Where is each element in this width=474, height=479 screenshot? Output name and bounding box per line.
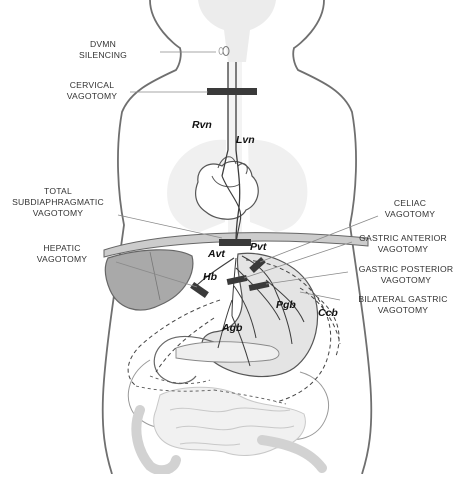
left-vagus-nerve — [235, 62, 241, 245]
gastric-posterior-label-line1: GASTRIC POSTERIOR — [359, 264, 454, 274]
celiac-label-line1: CELIAC — [394, 198, 426, 208]
anterior-cut-bar — [226, 274, 248, 286]
bilateral-gastric-label-line1: BILATERAL GASTRIC — [358, 294, 447, 304]
dvmn-label-line2: SILENCING — [79, 50, 127, 60]
hepatic-label-line2: VAGOTOMY — [37, 254, 88, 264]
total-label-line1: TOTAL — [44, 186, 72, 196]
celiac-branch — [127, 259, 341, 403]
agb-label: Agb — [221, 322, 243, 334]
dvmn-marker-inner — [218, 47, 224, 55]
leader-lines — [115, 51, 379, 301]
right-lung — [248, 139, 308, 232]
diaphragm — [103, 232, 369, 258]
posterior-gastric-branch — [241, 255, 305, 345]
dvmn-label-line1: DVMN — [90, 39, 116, 49]
cervical-cut-bar — [207, 88, 257, 95]
hepatic-cut-bar — [190, 281, 209, 299]
brainstem — [198, 0, 276, 62]
right-vagus-nerve — [221, 62, 229, 177]
intestinal-branches — [135, 375, 287, 405]
liver-lobe-line — [149, 251, 161, 301]
anterior-gastric-branch — [217, 257, 281, 367]
gastric-posterior-label-line2: VAGOTOMY — [381, 275, 432, 285]
cervical-label-line2: VAGOTOMY — [67, 91, 118, 101]
gastric-anterior-label-line1: GASTRIC ANTERIOR — [359, 233, 447, 243]
liver — [104, 249, 194, 311]
cervical-label-line1: CERVICAL — [70, 80, 114, 90]
hb-label: Hb — [203, 271, 218, 283]
posterior-cut-bar — [248, 280, 270, 292]
gastric-anterior-label-line2: VAGOTOMY — [378, 244, 429, 254]
celiac-label-line2: VAGOTOMY — [385, 209, 436, 219]
large-intestine — [131, 405, 327, 476]
pvt-label: Pvt — [250, 241, 267, 253]
pgb-label: Pgb — [276, 299, 296, 311]
rvn-label: Rvn — [192, 119, 212, 131]
subdiaphragmatic-cut-bar — [219, 239, 251, 246]
avt-label: Avt — [207, 248, 225, 260]
hepatic-label-line1: HEPATIC — [43, 243, 80, 253]
heart — [195, 160, 259, 220]
ccb-label: Ccb — [318, 307, 338, 319]
total-label-line2: SUBDIAPHRAGMATIC — [12, 197, 104, 207]
bilateral-gastric-label-line2: VAGOTOMY — [378, 305, 429, 315]
total-label-line3: VAGOTOMY — [33, 208, 84, 218]
intestine-loops — [169, 407, 295, 446]
body-outline — [101, 0, 373, 475]
lvn-label: Lvn — [236, 134, 255, 146]
pancreas — [175, 341, 280, 363]
